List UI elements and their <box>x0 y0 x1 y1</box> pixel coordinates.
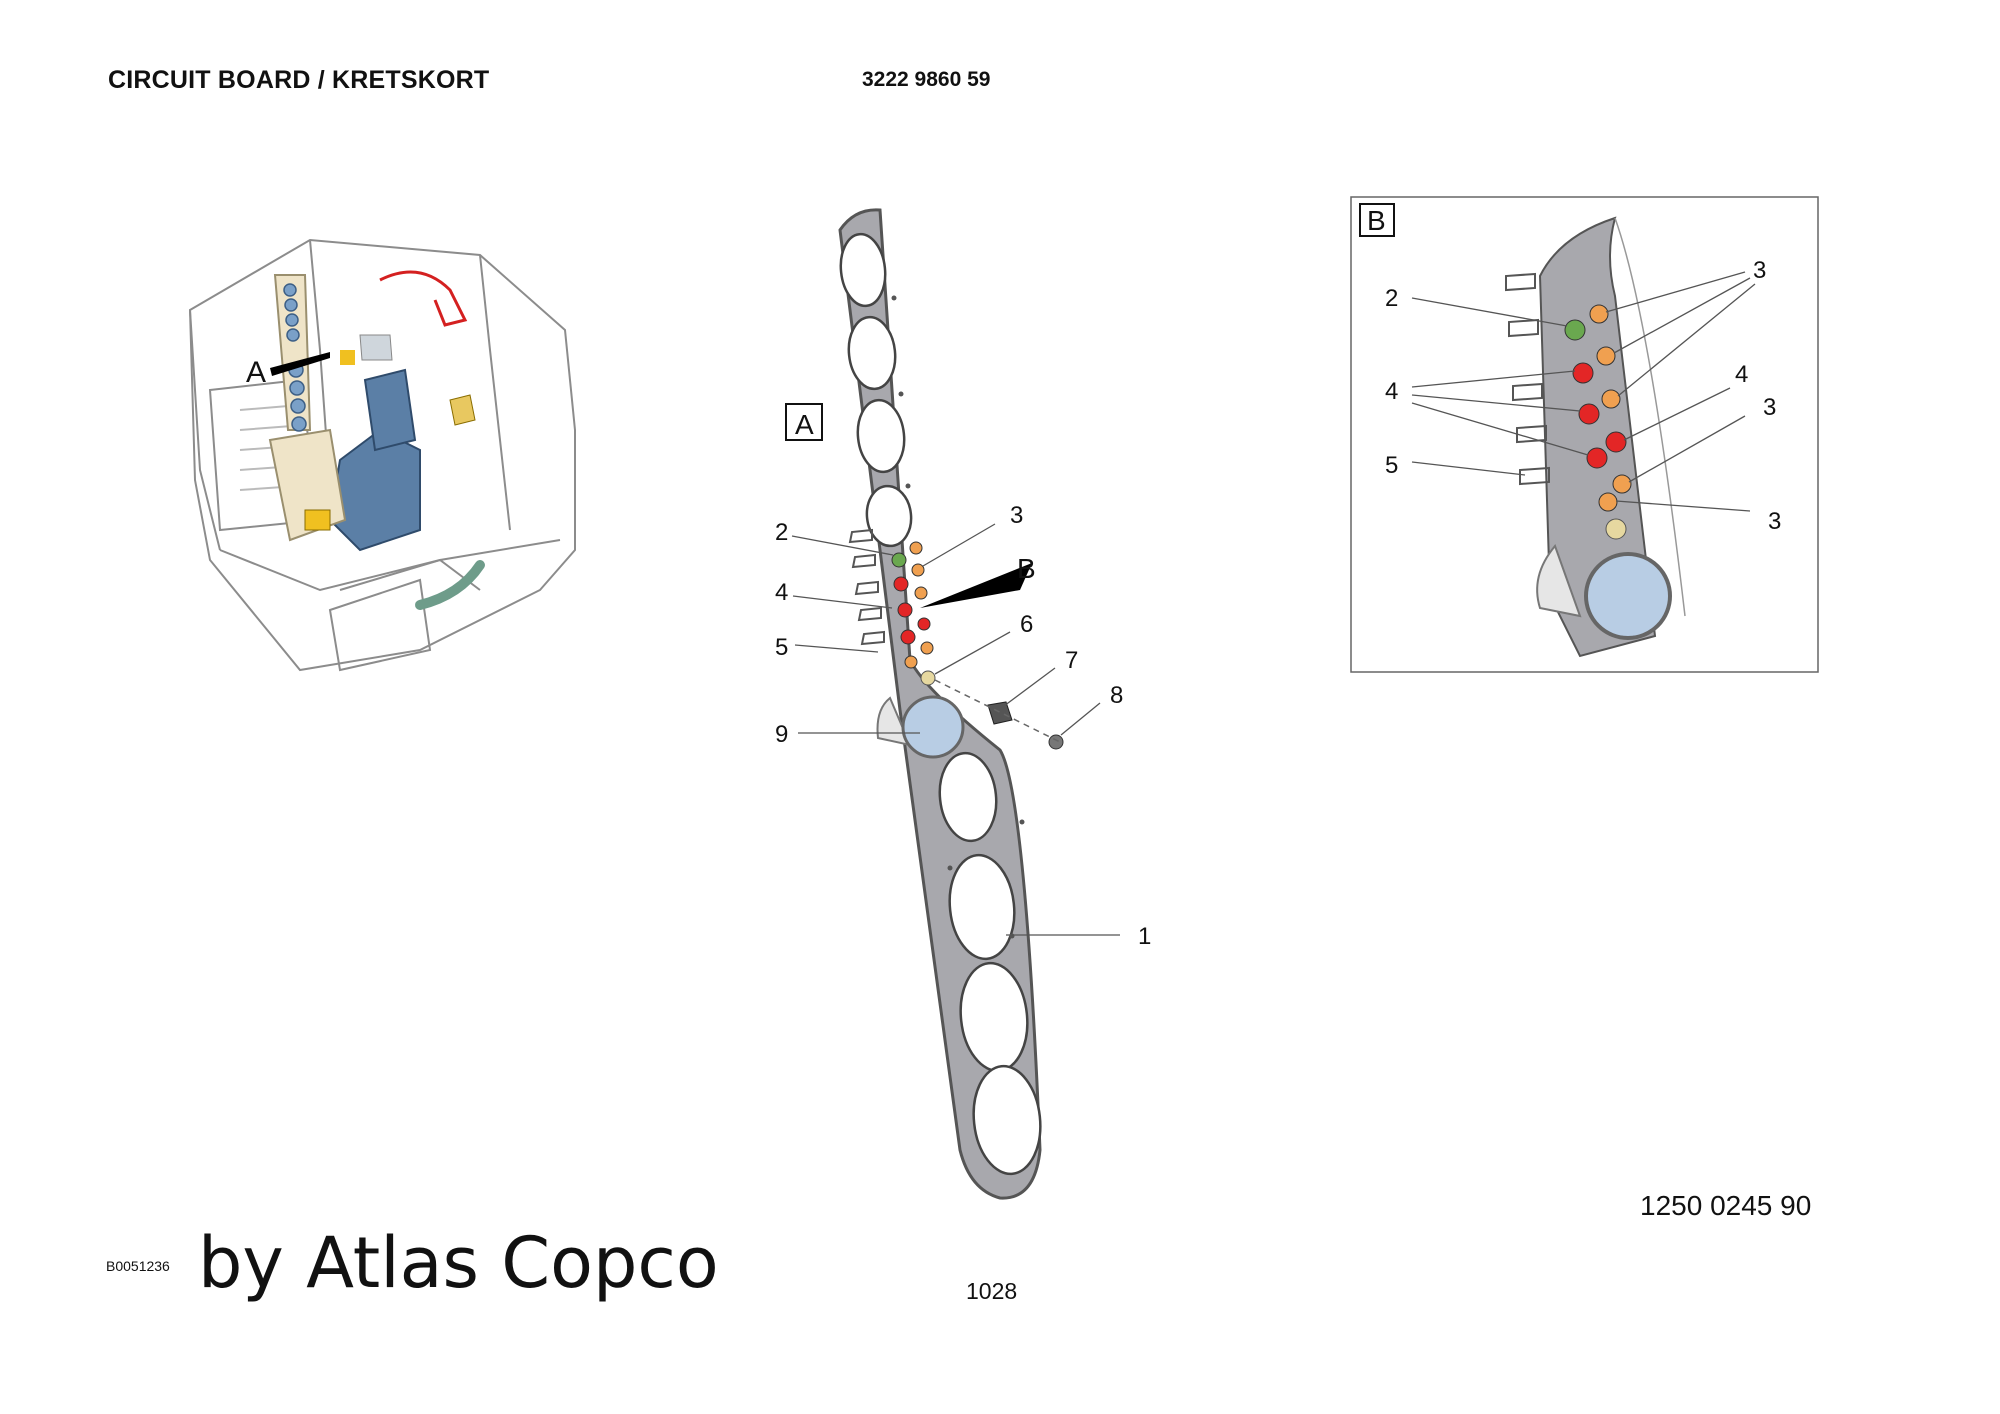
detail-indicator-orange-4 <box>1612 474 1632 494</box>
cab-floor-edge <box>219 539 561 592</box>
detail-leader-lines <box>1411 271 1756 512</box>
detail-callout-2: 2 <box>1385 285 1398 312</box>
detail-switch-nut <box>1605 518 1627 540</box>
cab-frame-rear-pillar <box>479 254 511 531</box>
view-b-label: B <box>1367 205 1386 236</box>
switch-cap <box>1048 734 1064 750</box>
detail-panel-edge <box>1614 217 1686 617</box>
detail-callout-5: 5 <box>1385 452 1398 479</box>
callout-2: 2 <box>775 519 788 546</box>
brand-text: by Atlas Copco <box>198 1222 719 1304</box>
callout-4: 4 <box>775 579 788 606</box>
assembly-axis <box>934 679 1061 743</box>
indicator-orange-4 <box>920 641 934 655</box>
view-a-box <box>785 403 823 441</box>
panel-gauge-holes <box>839 232 1042 1176</box>
seat-backrest <box>363 368 417 452</box>
side-box <box>449 394 476 426</box>
callout-7: 7 <box>1065 647 1078 674</box>
indicator-orange-1 <box>909 541 923 555</box>
indicator-red-4 <box>900 629 916 645</box>
detail-indicator-red-2 <box>1578 403 1600 425</box>
leader-lines <box>791 523 1120 936</box>
red-hose <box>379 270 468 327</box>
indicator-orange-3 <box>914 586 928 600</box>
cab-callout-label-box: A <box>246 356 266 389</box>
main-view: A B <box>775 208 1151 1200</box>
detail-gauge-housing <box>1536 544 1582 618</box>
detail-callout-4-left: 4 <box>1385 378 1398 405</box>
callout-1: 1 <box>1138 923 1151 950</box>
detail-view-b: B 2 3 4 5 4 3 3 <box>1350 196 1819 673</box>
figure-code: B0051236 <box>106 1258 170 1274</box>
detail-callout-3-mid: 3 <box>1763 394 1776 421</box>
callout-9: 9 <box>775 721 788 748</box>
cab-callout-label: A <box>246 356 266 389</box>
callout-8: 8 <box>1110 682 1123 709</box>
detail-indicator-orange-2 <box>1596 346 1616 366</box>
detail-indicator-green <box>1564 319 1586 341</box>
view-b-box <box>1359 203 1395 237</box>
detail-callout-3-top: 3 <box>1753 257 1766 284</box>
detail-indicator-red-4 <box>1586 447 1608 469</box>
indicator-green <box>891 552 907 568</box>
yellow-bracket <box>340 350 355 365</box>
gauge-face <box>901 695 965 759</box>
detail-indicator-orange-5 <box>1598 492 1618 512</box>
page-number: 1028 <box>966 1278 1018 1304</box>
indicator-red-3 <box>917 617 931 631</box>
detail-callout-3-bottom: 3 <box>1768 508 1781 535</box>
joystick-base <box>304 509 331 531</box>
cab-frame-outline <box>188 238 576 672</box>
detail-indicator-red-1 <box>1572 362 1594 384</box>
detail-connector-tabs <box>1505 272 1550 486</box>
switch-nut <box>920 670 936 686</box>
page-title: CIRCUIT BOARD / KRETSKORT <box>108 66 490 94</box>
indicator-red-1 <box>893 576 909 592</box>
cab-callout-arrow <box>270 352 330 376</box>
callout-6: 6 <box>1020 611 1033 638</box>
panel-mount-holes <box>891 295 1025 939</box>
green-handrail <box>415 560 485 610</box>
overhead-panel <box>359 334 393 361</box>
view-b-ref-label: B <box>1017 553 1036 584</box>
view-b-callout-arrow <box>920 563 1032 608</box>
callout-3: 3 <box>1010 502 1023 529</box>
detail-indicator-orange-3 <box>1601 389 1621 409</box>
indicator-red-2 <box>897 602 913 618</box>
document-number: 1250 0245 90 <box>1640 1190 1812 1221</box>
part-number: 3222 9860 59 <box>862 68 991 91</box>
detail-indicator-red-3 <box>1605 431 1627 453</box>
view-a-label: A <box>795 409 814 440</box>
detail-indicator-orange-1 <box>1589 304 1609 324</box>
detail-gauge-face <box>1584 552 1672 640</box>
cab-frame-front <box>189 309 221 551</box>
detail-callout-4-right: 4 <box>1735 361 1748 388</box>
connector-tabs <box>848 528 885 646</box>
indicator-orange-2 <box>911 563 925 577</box>
cab-base-box <box>328 578 432 672</box>
callout-5: 5 <box>775 634 788 661</box>
indicator-orange-5 <box>904 655 918 669</box>
switch-knob <box>987 701 1013 725</box>
cab-illustration <box>188 238 576 672</box>
